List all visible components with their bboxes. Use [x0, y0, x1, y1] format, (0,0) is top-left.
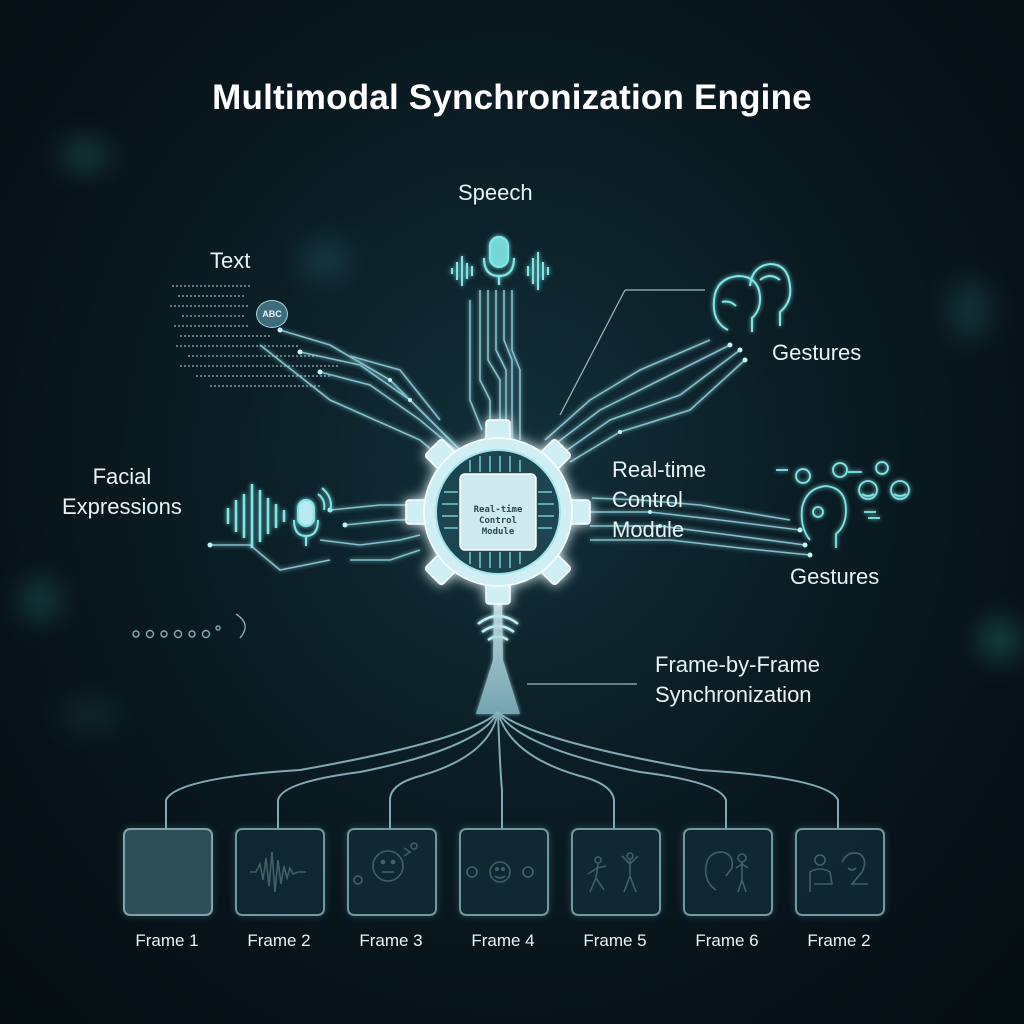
- control-module-line-2: Control: [612, 487, 683, 512]
- frame-1: Frame 1: [123, 828, 213, 951]
- frame-7-label: Frame 2: [807, 931, 871, 950]
- circuit-traces: [210, 290, 811, 571]
- gestures-top-label: Gestures: [772, 340, 862, 365]
- background-glow: [60, 140, 110, 170]
- frame-3-box: [347, 828, 437, 916]
- background-glow: [950, 280, 990, 340]
- text-badge: ABC: [256, 300, 288, 328]
- control-module-line-1: Real-time: [612, 457, 707, 482]
- dots-decoration-icon: [132, 613, 246, 639]
- chip-label: Real-time Control Module: [462, 505, 534, 538]
- frame-6: Frame 6: [683, 828, 773, 951]
- chip-line-2: Control: [479, 516, 517, 526]
- frame-6-label: Frame 6: [695, 931, 759, 950]
- facial-waveform-icon: [226, 484, 286, 548]
- frame-2-box: [235, 828, 325, 916]
- chip-line-1: Real-time: [473, 505, 523, 515]
- frame-3: Frame 3: [347, 828, 437, 951]
- background-glow: [60, 700, 120, 730]
- control-module-label: Real-time Control Module: [612, 455, 706, 545]
- circuit-nodes: [207, 327, 813, 558]
- frame-4: Frame 4: [459, 828, 549, 951]
- facial-line-2: Expressions: [62, 494, 182, 519]
- speech-waveform-icon: [451, 252, 549, 290]
- background-glow: [300, 240, 350, 280]
- microphone-icon: [482, 235, 516, 285]
- frame-3-label: Frame 3: [359, 931, 423, 950]
- sync-label: Frame-by-Frame Synchronization: [655, 650, 820, 710]
- frame-2-label: Frame 2: [247, 931, 311, 950]
- frame-2: Frame 2: [235, 828, 325, 951]
- facial-microphone-icon: [293, 487, 332, 546]
- frame-6-box: [683, 828, 773, 916]
- heads-icon: [712, 262, 792, 332]
- facial-line-1: Facial: [92, 464, 152, 489]
- background-glow: [980, 620, 1020, 660]
- frame-1-label: Frame 1: [135, 931, 199, 950]
- frame-5: Frame 5: [571, 828, 661, 951]
- sync-stem: [476, 600, 520, 714]
- speech-label: Speech: [458, 180, 533, 205]
- leader-lines: [527, 289, 705, 685]
- frame-4-label: Frame 4: [471, 931, 535, 950]
- text-data-lines: [170, 285, 340, 387]
- page-title: Multimodal Synchronization Engine: [212, 78, 812, 117]
- sync-line-2: Synchronization: [655, 682, 812, 707]
- gestures-right-label: Gestures: [790, 564, 880, 589]
- control-module-gear: [405, 419, 591, 605]
- frame-1-box: [123, 828, 213, 916]
- frame-7-box: [795, 828, 885, 916]
- distribution-lines: [165, 711, 839, 828]
- background-glow: [20, 580, 60, 620]
- sync-line-1: Frame-by-Frame: [655, 652, 821, 677]
- frame-strip: Frame 1 Frame 2 Frame 3 Frame 4 Frame 5 …: [0, 828, 1024, 968]
- control-module-line-3: Module: [612, 517, 685, 542]
- facial-gesture-cluster-icon: [776, 461, 910, 548]
- facial-expressions-label: Facial Expressions: [62, 462, 182, 522]
- chip-line-3: Module: [481, 527, 515, 537]
- frame-5-box: [571, 828, 661, 916]
- frame-5-label: Frame 5: [583, 931, 647, 950]
- text-label: Text: [210, 248, 251, 273]
- frame-4-box: [459, 828, 549, 916]
- frame-7: Frame 2: [795, 828, 885, 951]
